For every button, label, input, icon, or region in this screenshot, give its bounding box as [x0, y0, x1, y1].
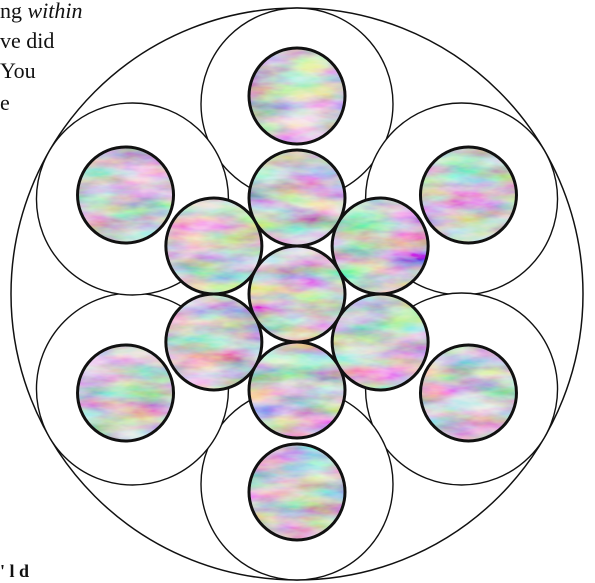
outer-sphere-top	[249, 48, 345, 144]
